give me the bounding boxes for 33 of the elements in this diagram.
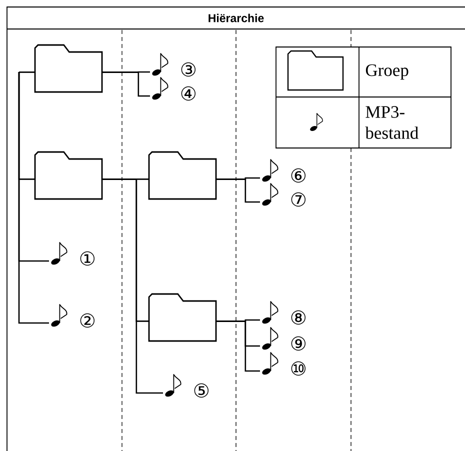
legend-text: Groep: [366, 64, 408, 80]
note-icon: [262, 183, 278, 206]
folder-icon: [148, 293, 217, 342]
callout-number: ③: [181, 62, 196, 77]
callout-number: ①: [80, 251, 94, 266]
callout-number: ⑩: [291, 361, 306, 376]
note-icon: [262, 301, 278, 324]
callout-number: ⑤: [194, 383, 208, 398]
callout-number: ⑧: [291, 310, 306, 325]
note-icon: [51, 304, 68, 327]
note-icon: [262, 327, 278, 350]
callout-number: ⑨: [291, 336, 306, 351]
note-icon: [165, 374, 182, 397]
callout-number: ⑦: [291, 192, 306, 207]
note-icon: [262, 159, 278, 182]
title: Hiërarchie: [208, 14, 264, 22]
folder-icon: [148, 151, 217, 200]
connector-line: [102, 72, 150, 97]
note-icon: [262, 352, 278, 375]
callout-number: ⑥: [291, 168, 306, 183]
legend-text: MP3- bestand: [365, 106, 418, 139]
connector-line: [18, 72, 49, 324]
connector-line: [216, 320, 260, 372]
note-icon: [152, 53, 168, 76]
note-icon: [152, 77, 168, 100]
connector-line: [18, 71, 35, 73]
folder-icon: [34, 151, 103, 200]
connector-line: [102, 178, 163, 394]
callout-number: ④: [181, 86, 196, 101]
note-icon: [51, 242, 68, 265]
connector-line: [216, 178, 260, 203]
callout-number: ②: [80, 313, 94, 328]
folder-icon: [34, 44, 103, 93]
